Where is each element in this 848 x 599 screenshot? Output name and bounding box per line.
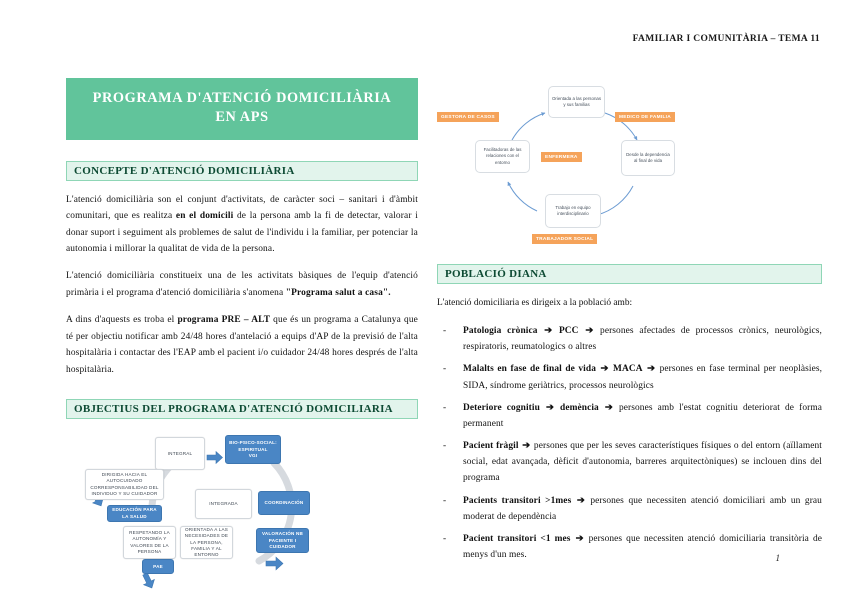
paragraph-concepte-1-c: de la persona amb la fi de detectar, val… <box>66 211 418 254</box>
circle-node-facilitadoras-relaciones: Facilitadoras de las relaciones con el e… <box>475 140 530 173</box>
arrow-icon: ➔ <box>604 402 613 413</box>
list-item: Pacient fràgil ➔ persones que per les se… <box>437 438 822 487</box>
circle-tag-gestora-de-casos: GESTORA DE CASOS <box>437 112 499 122</box>
circle-node-orientada-personas: Orientada a las personas y sus familias <box>548 86 605 118</box>
paragraph-concepte-1: L'atenció domiciliària son el conjunt d'… <box>66 192 418 258</box>
section-heading-poblacio: POBLACIÓ DIANA <box>437 264 822 284</box>
paragraph-concepte-2-a: L'atenció domiciliària constitueix una d… <box>66 271 418 298</box>
flow-node-integrada: INTEGRADA <box>195 489 252 520</box>
arrow-icon: ➔ <box>545 402 554 413</box>
flow-node-educacion-salud: EDUCACIÓN PARA LA SALUD <box>107 505 162 523</box>
circle-tag-enfermera: ENFERMERA <box>541 152 582 162</box>
flow-node-integral: INTEGRAL <box>155 437 205 471</box>
list-item: Deteriore cognitiu ➔ demència ➔ persones… <box>437 400 822 432</box>
poblacio-lead-text: L'atenció domiciliaria es dirigeix a la … <box>437 298 633 308</box>
section-heading-objectius: OBJECTIUS DEL PROGRAMA D'ATENCIÓ DOMICIL… <box>66 399 418 420</box>
flow-node-valoracion-paciente: VALORACIÓN NB PACIENTE I CUIDADOR <box>256 528 309 554</box>
page-number: 1 <box>775 553 781 563</box>
paragraph-concepte-3-b: programa PRE – ALT <box>177 315 271 326</box>
paragraph-concepte-2: L'atenció domiciliària constitueix una d… <box>66 268 418 301</box>
arrow-icon: ➔ <box>585 325 594 336</box>
list-item-term: Deteriore cognitiu <box>463 402 540 413</box>
list-item-desc: persones que necessiten atenció domicili… <box>463 495 822 522</box>
page-title-line2: EN APS <box>215 109 269 126</box>
objectius-flow-diagram: INTEGRAL BIO-PSICO-SOCIAL: ESPIRITUAL VG… <box>66 433 418 599</box>
list-item-desc: persones amb l'estat cognitiu deteriorat… <box>463 402 822 429</box>
circle-node-desde-dependencia: Desde la dependencia al final de vida <box>621 140 675 176</box>
flow-node-coordinacion: COORDINACIÓN <box>258 491 310 516</box>
list-item: Patologia crònica ➔ PCC ➔ persones afect… <box>437 323 822 355</box>
flow-node-respetando-autonomia: RESPETANDO LA AUTONOMÍA Y VALORES DE LA … <box>123 526 176 560</box>
paragraph-concepte-1-a: L'atenció domiciliària son el conjunt d'… <box>66 194 418 222</box>
paragraph-concepte-3: A dins d'aquests es troba el programa PR… <box>66 312 418 378</box>
page-title-line1: PROGRAMA D'ATENCIÓ DOMICILIÀRIA <box>92 90 392 106</box>
arrow-icon: ➔ <box>522 441 531 452</box>
list-item-mid: PCC <box>558 325 579 336</box>
paragraph-concepte-3-c: que és un programa a Catalunya que té pe… <box>66 315 418 375</box>
list-item-term: Pacient transitori <1 mes <box>463 533 571 544</box>
circle-tag-medico-de-familia: MEDICO DE FAMILIA <box>615 112 675 122</box>
flow-node-orientada-necesidades: ORIENTADA A LAS NECESIDADES DE LA PERSON… <box>180 526 233 560</box>
left-column: PROGRAMA D'ATENCIÓ DOMICILIÀRIA EN APS C… <box>66 78 418 599</box>
list-item-desc: persones afectades de processos crònics,… <box>463 325 822 353</box>
poblacio-list: Patologia crònica ➔ PCC ➔ persones afect… <box>437 323 822 563</box>
list-item-desc: persones en fase terminal per neoplàsies… <box>463 364 823 391</box>
flow-node-bio-psico-social: BIO-PSICO-SOCIAL: ESPIRITUAL VGI <box>225 435 281 465</box>
list-item-term: Malalts en fase de final de vida <box>463 364 596 375</box>
list-item-mid: demència <box>560 402 599 413</box>
paragraph-concepte-3-a: A dins d'aquests es troba el <box>66 315 178 326</box>
list-item-term: Pacient fràgil <box>463 441 519 452</box>
arrow-icon: ➔ <box>575 533 584 544</box>
flow-node-pae: PAE <box>142 559 174 575</box>
paragraph-concepte-1-b: en el domicili <box>175 211 234 222</box>
list-item-term: Pacients transitori >1mes <box>463 495 572 506</box>
arrow-icon: ➔ <box>647 364 656 375</box>
circle-tag-trabajador-social: TRABAJADOR SOCIAL <box>532 234 598 244</box>
arrow-icon: ➔ <box>600 364 609 375</box>
list-item-term: Patologia crònica <box>463 325 538 336</box>
list-item-desc: persones que necessiten atenció domicili… <box>463 533 822 561</box>
list-item-mid: MACA <box>613 364 643 375</box>
running-header: FAMILIAR I COMUNITÀRIA – TEMA 11 <box>632 34 820 44</box>
flow-node-dirigida-autocuidado: DIRIGIDA HACIA EL AUTOCUIDADO CORRESPONS… <box>85 469 164 501</box>
list-item: Pacients transitori >1mes ➔ persones que… <box>437 493 822 525</box>
roles-circle-diagram: Orientada a las personas y sus familias … <box>437 68 822 258</box>
section-heading-concepte: CONCEPTE D'ATENCIÓ DOMICILIÀRIA <box>66 160 418 181</box>
arrow-icon: ➔ <box>576 495 585 506</box>
right-column: Orientada a las personas y sus familias … <box>437 68 822 569</box>
list-item: Malalts en fase de final de vida ➔ MACA … <box>437 361 822 393</box>
circle-node-trabajo-equipo: Trabajo en equipo interdisciplinario <box>545 194 601 228</box>
paragraph-concepte-2-b: "Programa salut a casa". <box>285 287 391 298</box>
list-item-desc: persones que per les seves característiq… <box>463 441 823 484</box>
page-title: PROGRAMA D'ATENCIÓ DOMICILIÀRIA EN APS <box>66 78 418 140</box>
arrow-icon: ➔ <box>544 325 553 336</box>
list-item: Pacient transitori <1 mes ➔ persones que… <box>437 531 822 563</box>
